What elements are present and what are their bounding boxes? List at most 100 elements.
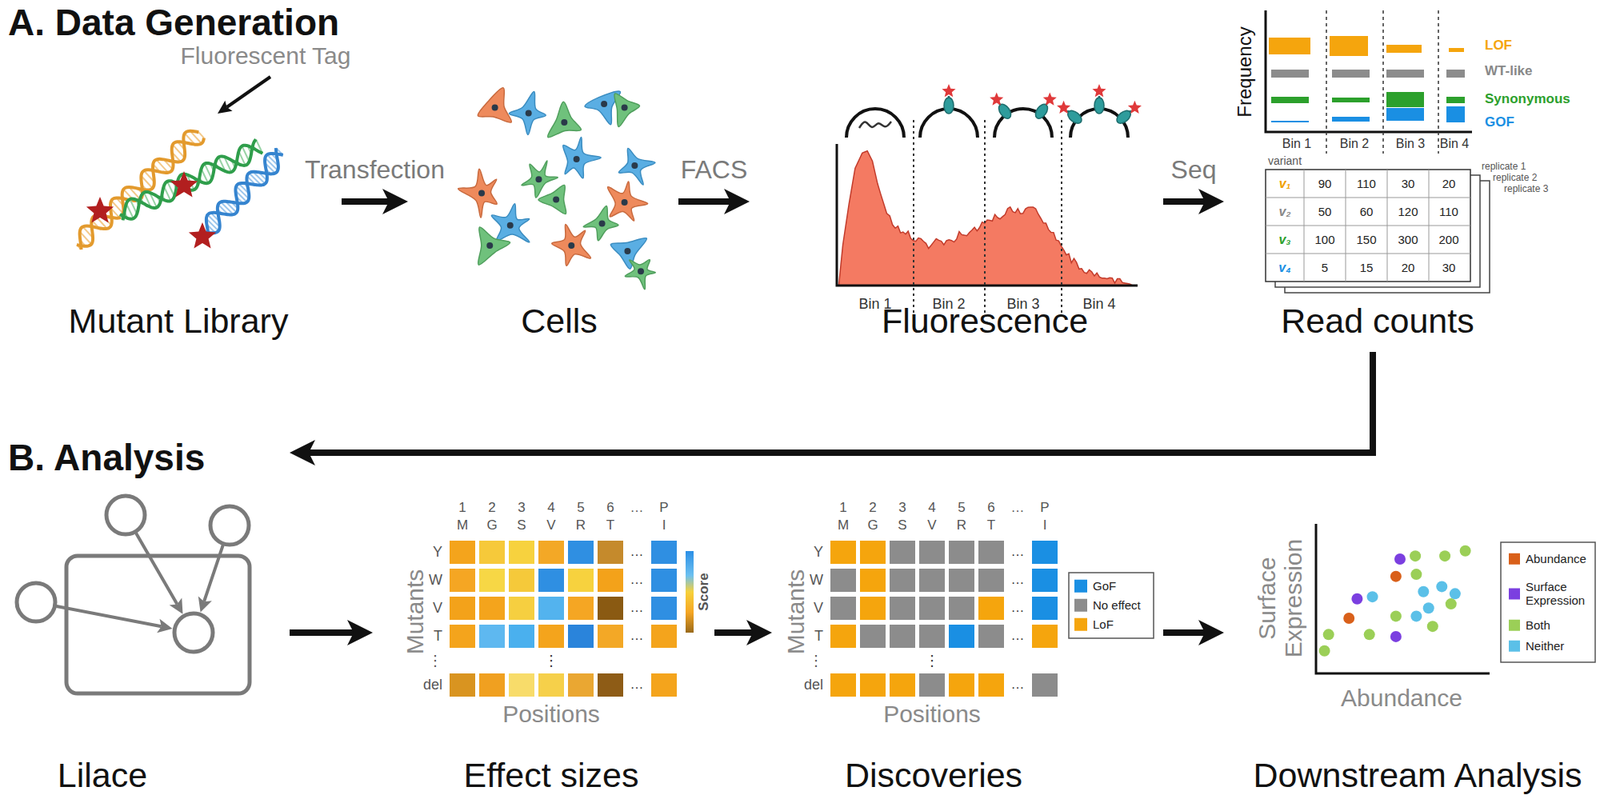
heatmap-cell xyxy=(1032,568,1058,592)
table-cell: 30 xyxy=(1401,176,1416,191)
heatmap-cell xyxy=(568,596,594,620)
count-table xyxy=(1265,169,1471,282)
frequency-bar xyxy=(1271,120,1309,123)
tag-star xyxy=(188,222,216,249)
colorbar-label: Score xyxy=(696,572,712,611)
cell-nucleus xyxy=(507,222,514,229)
position-number: 3 xyxy=(898,500,906,516)
legend-item: LoF xyxy=(1074,618,1114,632)
scatter-dot xyxy=(1390,571,1402,583)
cell xyxy=(538,184,567,214)
stage-caption: Cells xyxy=(520,301,598,341)
ellipsis: … xyxy=(630,572,644,588)
heatmap-cell xyxy=(449,568,476,592)
heatmap-cell xyxy=(889,673,916,697)
table-cell: 90 xyxy=(1318,176,1332,191)
table-cell: 200 xyxy=(1438,232,1459,247)
heatmap-cell xyxy=(889,568,916,592)
table-cell: 50 xyxy=(1318,204,1332,219)
heatmap-cell xyxy=(889,540,916,564)
axis-label: Positions xyxy=(502,700,600,729)
stage-panel: Fluorescence xyxy=(749,80,1164,352)
scatter-dot xyxy=(1427,620,1439,632)
scatter-dot xyxy=(1423,602,1435,614)
mutant-label: del xyxy=(423,676,443,694)
scatter-dot xyxy=(1319,645,1331,657)
heatmap-cell xyxy=(919,540,945,564)
frequency-bar xyxy=(1332,116,1370,122)
cell-nucleus xyxy=(486,242,493,249)
stage-panel: Read counts xyxy=(1224,0,1596,352)
table-cell: 110 xyxy=(1356,176,1376,191)
heatmap-cell xyxy=(651,624,677,648)
replicate-label: replicate 2 xyxy=(1492,172,1537,184)
ellipsis: … xyxy=(630,676,644,693)
heatmap-cell xyxy=(948,624,975,648)
heatmap-cell xyxy=(948,596,975,620)
tag-star xyxy=(1092,84,1106,97)
heatmap-cell xyxy=(860,540,886,564)
axis-label: Mutants xyxy=(782,569,811,656)
table-heading: variant xyxy=(1268,154,1302,168)
scatter-dot xyxy=(1410,610,1422,622)
cell-nucleus xyxy=(599,220,606,228)
residue-letter: V xyxy=(546,517,556,534)
ellipsis: … xyxy=(630,500,644,516)
mutant-label: ⋮ xyxy=(808,652,824,670)
cell xyxy=(624,260,656,290)
position-number: 3 xyxy=(517,500,525,516)
dna-helix xyxy=(120,139,263,220)
heatmap-cell xyxy=(479,596,505,620)
unfolded-protein xyxy=(859,121,892,128)
frequency-bar xyxy=(1446,106,1465,123)
heatmap-cell xyxy=(889,624,916,648)
cell xyxy=(607,181,648,221)
stage-caption: Lilace xyxy=(57,756,148,796)
pointer-arrow xyxy=(226,76,271,108)
heatmap-cell xyxy=(830,673,856,697)
bin-divider xyxy=(1382,10,1384,154)
flow-arrow xyxy=(678,198,731,205)
legend-text: LoF xyxy=(1092,618,1114,632)
legend-text: Surface Expression xyxy=(1525,580,1593,608)
model-variable xyxy=(174,613,213,652)
legend-item: Both xyxy=(1508,619,1551,633)
heatmap-cell xyxy=(919,673,945,697)
table-cell: 110 xyxy=(1439,204,1459,219)
frequency-bar xyxy=(1268,37,1311,55)
mutant-label: Y xyxy=(813,544,824,561)
variant-name: v₄ xyxy=(1278,260,1291,275)
table-cell: 5 xyxy=(1321,260,1328,275)
class-label: Synonymous xyxy=(1484,91,1571,108)
stage-caption: Read counts xyxy=(1280,301,1474,341)
table-cell: 300 xyxy=(1397,232,1418,247)
frequency-bar xyxy=(1271,69,1309,78)
section-heading: A. Data Generation xyxy=(8,1,340,44)
frequency-bar xyxy=(1446,96,1465,104)
dna-helix xyxy=(76,131,204,250)
residue-letter: V xyxy=(927,517,936,534)
tag-star xyxy=(1043,92,1057,105)
stage-caption: Discoveries xyxy=(844,756,1023,796)
tag-star xyxy=(989,92,1004,105)
cell-nucleus xyxy=(478,190,485,197)
legend-text: Abundance xyxy=(1525,552,1587,567)
replicate-label: replicate 1 xyxy=(1481,161,1526,173)
cell xyxy=(509,91,547,135)
heatmap-cell xyxy=(568,673,594,697)
class-label: LOF xyxy=(1484,37,1512,54)
heatmap-cell xyxy=(860,596,886,620)
ellipsis: ⋮ xyxy=(544,652,559,670)
ellipsis: ⋮ xyxy=(924,652,940,670)
dna-strand xyxy=(120,139,256,219)
dna-strand xyxy=(206,153,284,237)
heatmap-cell xyxy=(597,673,624,697)
legend-swatch xyxy=(1508,620,1520,632)
heatmap-cell xyxy=(860,568,886,592)
cell-nucleus xyxy=(535,176,542,183)
heatmap-cell xyxy=(1032,624,1058,648)
residue-letter: S xyxy=(897,517,907,534)
position-number: 5 xyxy=(957,500,965,516)
frequency-bar xyxy=(1386,44,1422,53)
